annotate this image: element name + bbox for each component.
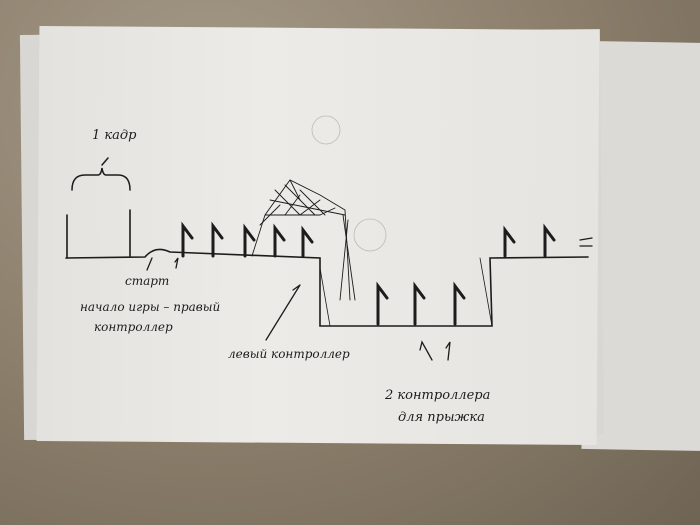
start-label: старт xyxy=(125,274,170,288)
game-start-label-2: контроллер xyxy=(94,320,173,334)
left-controller-label: левый контроллер xyxy=(228,347,350,361)
jump-controllers-label-2: для прыжка xyxy=(398,410,485,425)
frame-bracket xyxy=(71,157,131,191)
frame-label: 1 кадр xyxy=(92,128,137,143)
game-start-label: начало игры – правый xyxy=(80,300,221,314)
jump-controllers-label: 2 контроллера xyxy=(385,388,491,403)
ground-line xyxy=(65,209,589,327)
castle-sketch xyxy=(251,179,356,301)
controllers xyxy=(181,221,556,326)
arrows xyxy=(146,237,593,361)
faint-circle xyxy=(353,218,387,252)
faint-circle xyxy=(311,115,341,145)
